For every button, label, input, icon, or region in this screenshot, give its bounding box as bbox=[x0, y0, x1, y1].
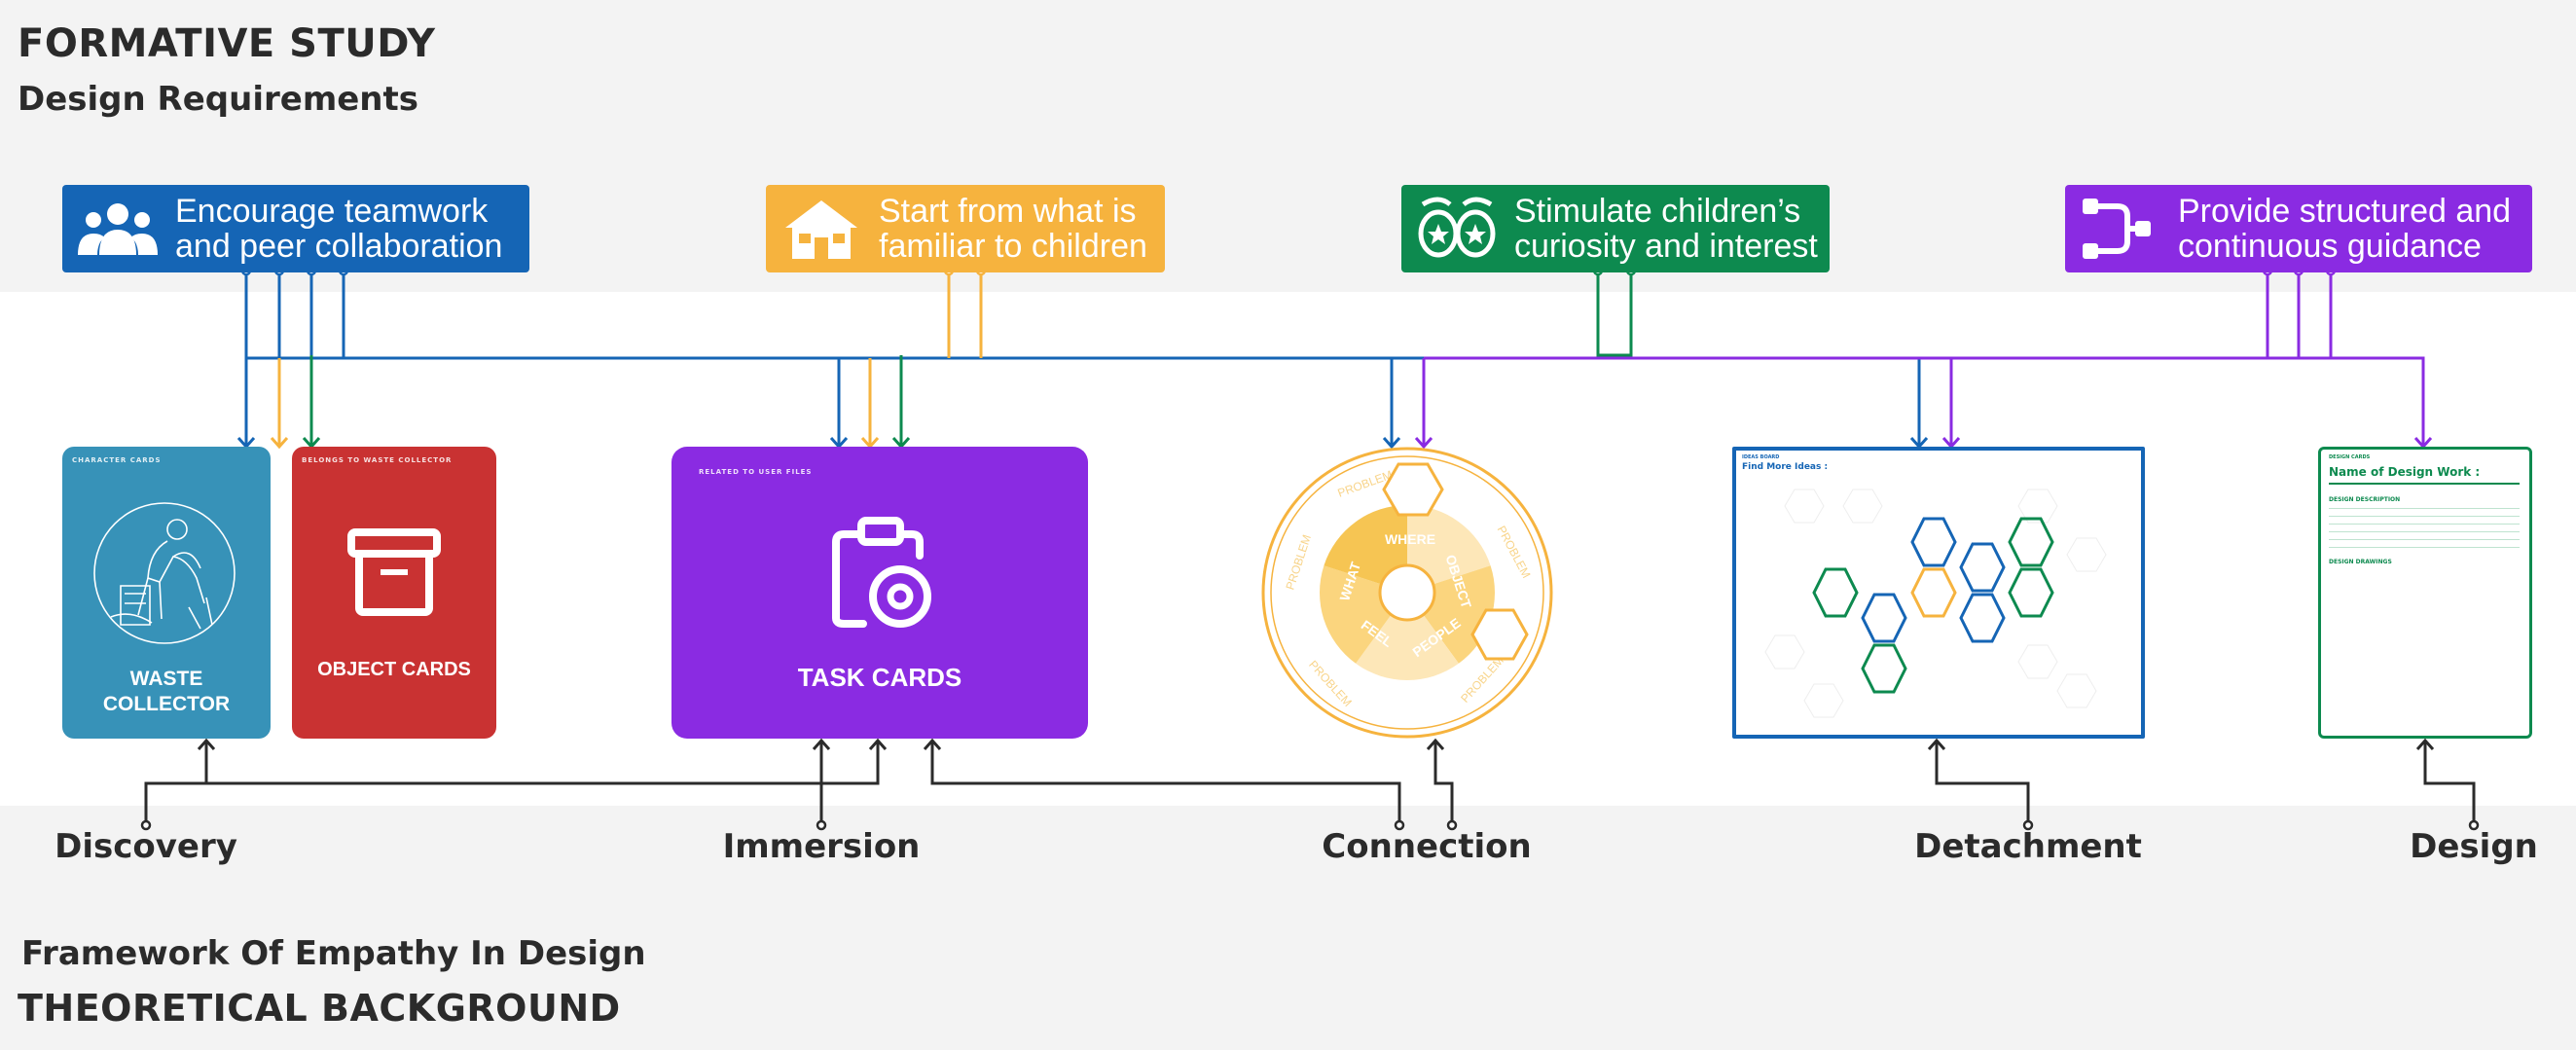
design-sheet-tag: DESIGN CARDS bbox=[2329, 454, 2371, 460]
flow-icon bbox=[2083, 199, 2151, 259]
requirement-familiar-line1: Start from what is bbox=[879, 193, 1137, 230]
design-sheet-title: Name of Design Work : bbox=[2329, 465, 2481, 479]
formative-study-title: FORMATIVE STUDY bbox=[18, 21, 436, 66]
waste-collector-card-tag: CHARACTER CARDS bbox=[72, 456, 162, 464]
design-sheet-section-description: DESIGN DESCRIPTION bbox=[2329, 496, 2401, 503]
stage-connectors bbox=[144, 742, 2476, 825]
stage-discovery: Discovery bbox=[54, 827, 237, 866]
waste-collector-label-1: WASTE bbox=[129, 668, 203, 690]
familiar-connectors bbox=[277, 271, 983, 446]
framework-subtitle: Framework Of Empathy In Design bbox=[21, 934, 646, 973]
clipboard-camera-icon bbox=[832, 517, 931, 628]
task-cards-card: RELATED TO USER FILES TASK CARDS bbox=[671, 447, 1088, 739]
house-icon bbox=[785, 200, 857, 259]
design-sheet-rule bbox=[2329, 483, 2520, 485]
waste-collector-label-2: COLLECTOR bbox=[102, 693, 231, 715]
stage-detachment: Detachment bbox=[1914, 827, 2142, 866]
requirement-curiosity-line2: curiosity and interest bbox=[1514, 228, 1818, 265]
requirement-familiar-line2: familiar to children bbox=[879, 228, 1147, 265]
requirement-teamwork-line1: Encourage teamwork bbox=[175, 193, 489, 230]
ideas-board-tag: IDEAS BOARD bbox=[1742, 454, 1780, 460]
requirement-guidance-line1: Provide structured and bbox=[2178, 193, 2512, 230]
curiosity-connectors bbox=[309, 271, 1633, 446]
object-cards-tag: BELONGS TO WASTE COLLECTOR bbox=[302, 456, 453, 464]
requirement-guidance-line2: continuous guidance bbox=[2178, 228, 2482, 265]
design-sheet-line bbox=[2329, 524, 2520, 525]
design-sheet-line bbox=[2329, 539, 2520, 540]
eyes-icon bbox=[1418, 197, 1496, 258]
design-sheet-line bbox=[2329, 508, 2520, 509]
wheel-label-where: WHERE bbox=[1385, 531, 1435, 547]
task-cards-tag: RELATED TO USER FILES bbox=[699, 468, 813, 476]
design-requirements-subtitle: Design Requirements bbox=[18, 80, 419, 119]
guidance-connectors bbox=[1422, 271, 2425, 446]
empathy-wheel: WHERE OBJECT PEOPLE FEEL WHAT PROBLEM PR… bbox=[1261, 447, 1553, 739]
requirement-teamwork-line2: and peer collaboration bbox=[175, 228, 503, 265]
wheel-hexagon-top bbox=[1382, 462, 1444, 517]
object-cards-label: OBJECT CARDS bbox=[317, 659, 471, 680]
stage-connection: Connection bbox=[1322, 827, 1532, 866]
task-cards-label: TASK CARDS bbox=[797, 663, 962, 692]
theoretical-background-title: THEORETICAL BACKGROUND bbox=[18, 987, 621, 1030]
design-sheet-line bbox=[2329, 547, 2520, 548]
stage-design: Design bbox=[2410, 827, 2538, 866]
hexagon-cluster bbox=[1764, 489, 2107, 718]
requirement-curiosity-line1: Stimulate children’s bbox=[1514, 193, 1801, 230]
stage-immersion: Immersion bbox=[722, 827, 921, 866]
design-sheet-section-drawings: DESIGN DRAWINGS bbox=[2329, 559, 2392, 565]
object-cards-card: BELONGS TO WASTE COLLECTOR OBJECT CARDS bbox=[292, 447, 496, 739]
box-icon bbox=[347, 528, 441, 616]
waste-collector-card: CHARACTER CARDS WASTE COLLECTOR bbox=[62, 447, 271, 739]
waste-collector-illustration bbox=[93, 502, 236, 644]
design-sheet: DESIGN CARDS Name of Design Work : DESIG… bbox=[2318, 447, 2532, 739]
ideas-board-title: Find More Ideas : bbox=[1742, 462, 1829, 472]
wheel-hexagon-right bbox=[1470, 608, 1529, 661]
group-icon bbox=[78, 203, 158, 255]
design-sheet-line bbox=[2329, 516, 2520, 517]
ideas-board: IDEAS BOARD Find More Ideas : bbox=[1732, 447, 2145, 739]
design-sheet-line bbox=[2329, 531, 2520, 532]
